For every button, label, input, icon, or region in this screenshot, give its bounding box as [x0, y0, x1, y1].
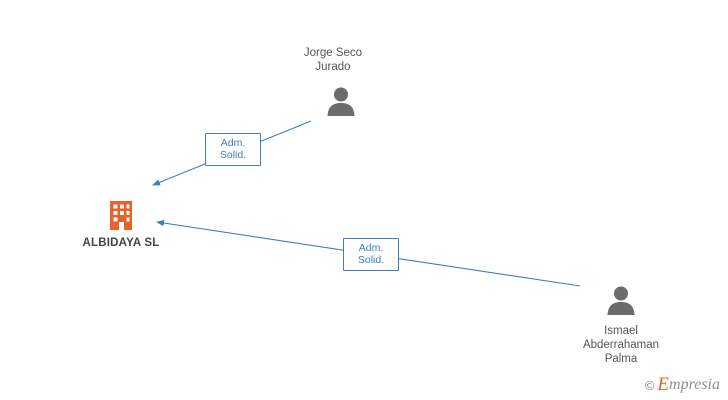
person-icon — [607, 286, 635, 315]
person-label-jorge: Jorge Seco Jurado — [303, 47, 363, 73]
copyright-symbol: © — [644, 377, 655, 393]
watermark: © E mpresia — [644, 374, 720, 395]
person-label-ismael: Ismael Abderrahaman Palma — [582, 325, 660, 365]
edge-badge-jorge[interactable]: Adm. Solid. — [205, 133, 261, 166]
brand-initial: E — [657, 374, 670, 395]
person-icon — [327, 87, 355, 116]
company-label: ALBIDAYA SL — [82, 237, 160, 249]
brand-name: mpresia — [669, 376, 720, 393]
building-icon — [110, 201, 132, 230]
edge-badge-ismael[interactable]: Adm. Solid. — [343, 238, 399, 271]
